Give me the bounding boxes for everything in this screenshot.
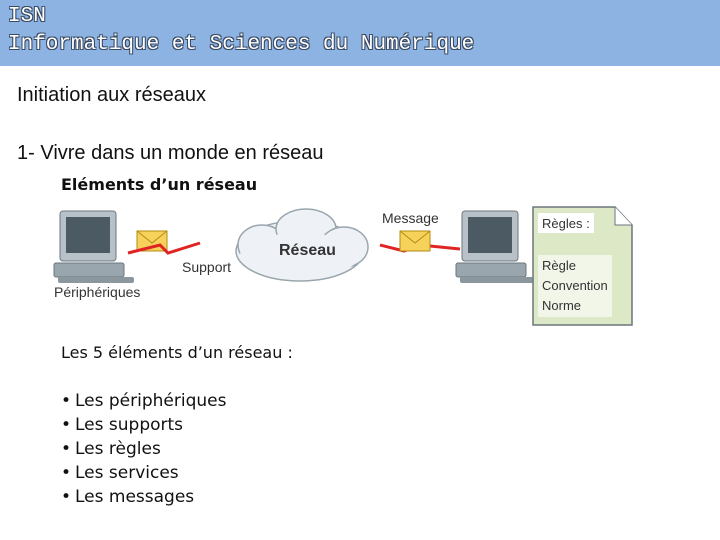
list-item: •Les services xyxy=(61,461,226,485)
list-item: •Les périphériques xyxy=(61,389,226,413)
support-label: Support xyxy=(182,259,231,275)
rule-item: Convention xyxy=(542,278,608,293)
network-cloud-icon xyxy=(235,208,369,282)
message-label: Message xyxy=(382,210,439,226)
list-item-text: Les règles xyxy=(75,439,161,459)
rules-document-icon xyxy=(532,206,633,326)
right-envelope-icon xyxy=(399,230,431,252)
list-item: •Les supports xyxy=(61,413,226,437)
rules-title: Règles : xyxy=(542,216,590,231)
elements-intro: Les 5 éléments d’un réseau : xyxy=(61,343,293,362)
banner-acronym: ISN xyxy=(8,5,46,28)
list-item-text: Les supports xyxy=(75,415,184,435)
bullet-icon: • xyxy=(61,415,72,435)
list-item-text: Les messages xyxy=(75,487,195,507)
slide-title: Initiation aux réseaux xyxy=(17,84,207,106)
bullet-icon: • xyxy=(61,391,72,411)
elements-list: •Les périphériques •Les supports •Les rè… xyxy=(61,389,226,509)
rule-item: Norme xyxy=(542,298,581,313)
network-label: Réseau xyxy=(279,242,336,259)
list-item: •Les règles xyxy=(61,437,226,461)
list-item: •Les messages xyxy=(61,485,226,509)
list-item-text: Les services xyxy=(75,463,179,483)
peripherals-label: Périphériques xyxy=(54,284,140,300)
right-computer-icon xyxy=(455,210,536,283)
section-heading: 1- Vivre dans un monde en réseau xyxy=(17,142,324,164)
bullet-icon: • xyxy=(61,439,72,459)
subsection-heading: Eléments d’un réseau xyxy=(61,175,258,194)
list-item-text: Les périphériques xyxy=(75,391,227,411)
left-computer-icon xyxy=(53,210,134,283)
left-link-icon xyxy=(127,241,201,255)
title-banner: ISN Informatique et Sciences du Numériqu… xyxy=(0,0,720,66)
bullet-icon: • xyxy=(61,487,72,507)
network-diagram: Support Réseau Message Règles : Règle Co… xyxy=(53,206,633,326)
bullet-icon: • xyxy=(61,463,72,483)
rule-item: Règle xyxy=(542,258,576,273)
banner-subtitle: Informatique et Sciences du Numérique xyxy=(8,33,475,56)
